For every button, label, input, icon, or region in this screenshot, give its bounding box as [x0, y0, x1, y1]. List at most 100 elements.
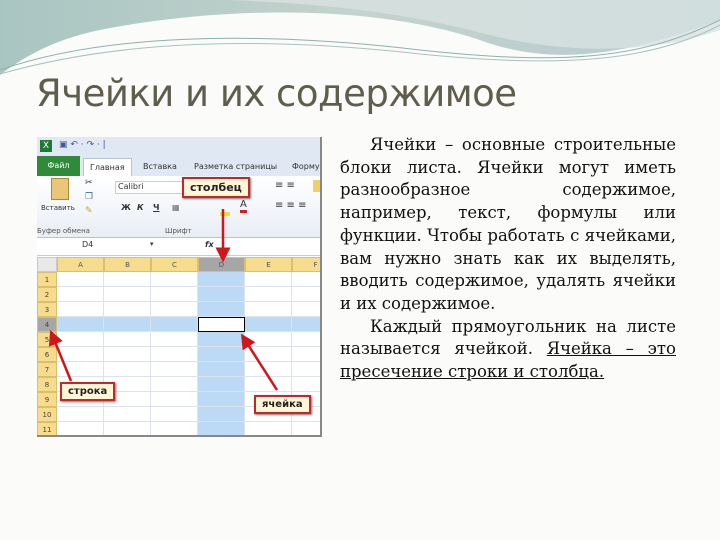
cell[interactable]: [57, 317, 104, 332]
cell[interactable]: [57, 272, 104, 287]
cell[interactable]: [292, 332, 320, 347]
underline-button[interactable]: Ч: [153, 203, 160, 212]
row-header[interactable]: 4: [37, 317, 57, 332]
row-header[interactable]: 3: [37, 302, 57, 317]
tab-formulas[interactable]: Форму: [292, 162, 320, 171]
copy-icon[interactable]: ❐: [85, 192, 94, 202]
column-header[interactable]: F: [292, 257, 320, 272]
cell[interactable]: [57, 302, 104, 317]
cell[interactable]: [292, 347, 320, 362]
cell[interactable]: [245, 317, 292, 332]
cell[interactable]: [198, 407, 245, 422]
cell[interactable]: [292, 302, 320, 317]
cell[interactable]: [198, 422, 245, 435]
paste-icon[interactable]: [51, 178, 69, 200]
row-header[interactable]: 1: [37, 272, 57, 287]
tab-file[interactable]: Файл: [37, 156, 80, 176]
cut-icon[interactable]: ✂: [85, 178, 93, 188]
cell[interactable]: [292, 362, 320, 377]
cell[interactable]: [198, 287, 245, 302]
cell[interactable]: [245, 422, 292, 435]
row-header[interactable]: 11: [37, 422, 57, 435]
cell[interactable]: [151, 392, 198, 407]
tab-insert[interactable]: Вставка: [143, 162, 177, 171]
slide-title: Ячейки и их содержимое: [36, 72, 517, 115]
cell[interactable]: [198, 392, 245, 407]
cell[interactable]: [151, 347, 198, 362]
cell[interactable]: [104, 272, 151, 287]
align-left-icon[interactable]: ≡ ≡ ≡: [275, 200, 307, 211]
format-painter-icon[interactable]: ✎: [85, 206, 93, 216]
cell[interactable]: [57, 422, 104, 435]
excel-logo-icon: X: [40, 140, 52, 152]
italic-button[interactable]: К: [137, 203, 144, 212]
font-color-icon[interactable]: A: [240, 200, 247, 213]
row-header[interactable]: 6: [37, 347, 57, 362]
tab-home[interactable]: Главная: [83, 158, 132, 176]
cell[interactable]: [292, 317, 320, 332]
cell[interactable]: [151, 287, 198, 302]
tab-page-layout[interactable]: Разметка страницы: [194, 162, 278, 171]
cell[interactable]: [292, 272, 320, 287]
cell[interactable]: [245, 287, 292, 302]
cell[interactable]: [151, 332, 198, 347]
fx-icon[interactable]: fx: [205, 240, 214, 249]
cell[interactable]: [104, 377, 151, 392]
align-bottom-icon[interactable]: [313, 180, 320, 192]
column-header[interactable]: E: [245, 257, 292, 272]
cell[interactable]: [198, 347, 245, 362]
cell[interactable]: [104, 422, 151, 435]
cell[interactable]: [292, 287, 320, 302]
active-cell[interactable]: [198, 317, 245, 332]
cell[interactable]: [151, 407, 198, 422]
column-header[interactable]: C: [151, 257, 198, 272]
cell[interactable]: [151, 302, 198, 317]
row-header[interactable]: 7: [37, 362, 57, 377]
cell[interactable]: [292, 422, 320, 435]
cell[interactable]: [151, 377, 198, 392]
cell[interactable]: [57, 407, 104, 422]
cell[interactable]: [104, 407, 151, 422]
column-header[interactable]: A: [57, 257, 104, 272]
row-header[interactable]: 9: [37, 392, 57, 407]
cell[interactable]: [104, 287, 151, 302]
name-box[interactable]: D4: [82, 240, 94, 249]
cell[interactable]: [104, 362, 151, 377]
decorative-swoosh-background: [0, 0, 720, 75]
paragraph-2: Каждый прямоугольник на листе называется…: [340, 316, 676, 384]
cell[interactable]: [245, 302, 292, 317]
cell[interactable]: [198, 377, 245, 392]
select-all-corner[interactable]: [37, 257, 57, 272]
cell[interactable]: [198, 272, 245, 287]
row-header[interactable]: 10: [37, 407, 57, 422]
cell[interactable]: [104, 317, 151, 332]
cell[interactable]: [151, 422, 198, 435]
cell[interactable]: [104, 347, 151, 362]
row-header[interactable]: 2: [37, 287, 57, 302]
cell[interactable]: [151, 272, 198, 287]
paste-button[interactable]: Вставить: [41, 204, 75, 212]
cell[interactable]: [104, 332, 151, 347]
cell[interactable]: [104, 302, 151, 317]
fill-color-icon[interactable]: [220, 212, 230, 216]
cell[interactable]: [245, 377, 292, 392]
cell[interactable]: [151, 362, 198, 377]
clipboard-group-label: Буфер обмена: [37, 227, 90, 235]
cell[interactable]: [198, 302, 245, 317]
cell[interactable]: [245, 332, 292, 347]
cell[interactable]: [151, 317, 198, 332]
cell[interactable]: [292, 377, 320, 392]
borders-icon[interactable]: ▦: [172, 203, 180, 212]
cell[interactable]: [57, 332, 104, 347]
chevron-down-icon[interactable]: ▾: [150, 240, 154, 248]
cell[interactable]: [57, 347, 104, 362]
row-arrow: [48, 330, 73, 382]
cell[interactable]: [104, 392, 151, 407]
cell[interactable]: [57, 287, 104, 302]
column-header[interactable]: B: [104, 257, 151, 272]
bold-button[interactable]: Ж: [121, 203, 131, 212]
align-top-icon[interactable]: ≡ ≡: [275, 180, 295, 191]
cell[interactable]: [198, 362, 245, 377]
row-header[interactable]: 8: [37, 377, 57, 392]
cell[interactable]: [245, 272, 292, 287]
